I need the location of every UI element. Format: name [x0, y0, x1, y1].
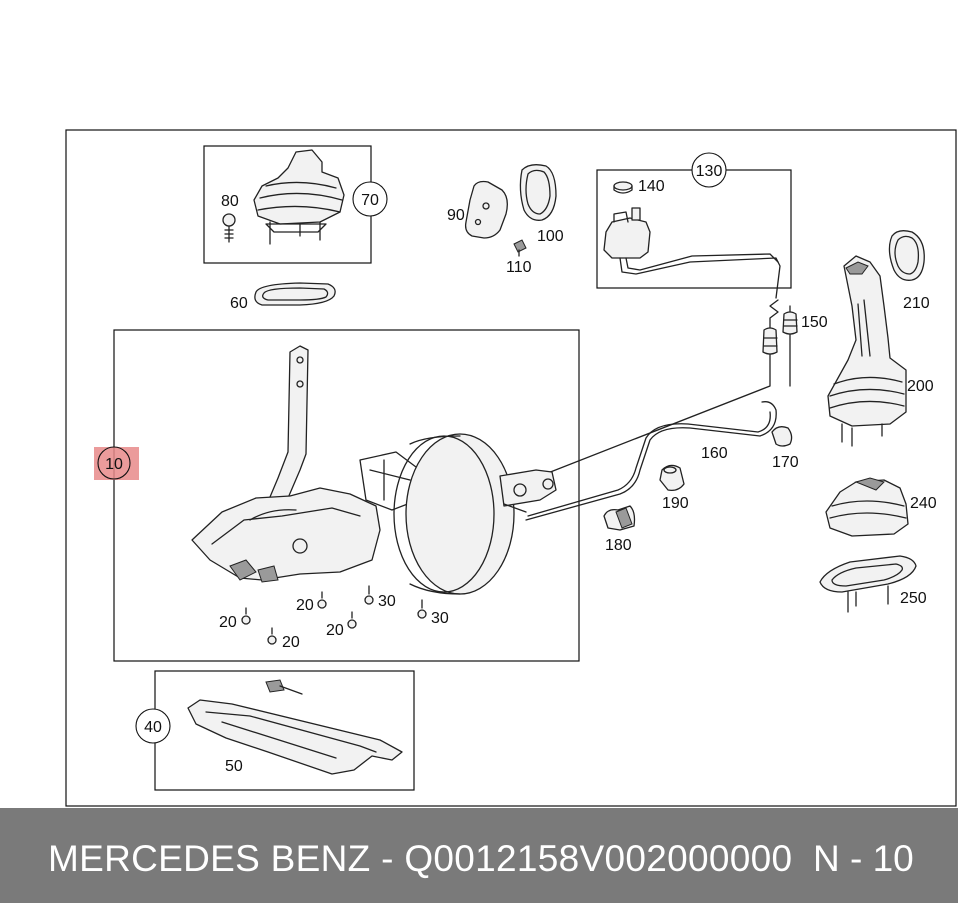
label-250: 250: [900, 590, 927, 607]
frame-part-250: [819, 555, 917, 613]
label-110: 110: [506, 259, 532, 276]
label-150: 150: [801, 314, 828, 331]
footer-title: MERCEDES BENZ - Q0012158V002000000: [48, 838, 793, 879]
clip-part-180: [603, 505, 636, 531]
cap-part-140: [613, 181, 633, 194]
ring-part-100: [519, 164, 557, 221]
boot-part-70: [253, 149, 345, 245]
screw-part-110: [513, 239, 527, 257]
label-140: 140: [638, 178, 665, 195]
label-20-c: 20: [296, 597, 314, 614]
diagram-frame: [65, 129, 957, 807]
hydraulic-line: [529, 299, 779, 481]
line-part-160: [525, 401, 777, 521]
label-210: 210: [903, 295, 930, 312]
shift-boot-part-200: [827, 255, 907, 447]
label-60: 60: [230, 295, 248, 312]
grommet-part-150: [762, 311, 798, 355]
brake-booster-assembly: [191, 345, 557, 595]
callout-130: 130: [696, 163, 723, 180]
seal-part-60: [254, 282, 336, 306]
reservoir-part-130: [603, 207, 781, 299]
callout-70: 70: [361, 192, 379, 209]
label-30-a: 30: [378, 593, 396, 610]
label-240: 240: [910, 495, 937, 512]
screw-part-80: [222, 213, 236, 243]
boot-part-240: [825, 477, 909, 537]
label-20-b: 20: [282, 634, 300, 651]
label-80: 80: [221, 193, 239, 210]
bolt-part-30: [364, 585, 427, 619]
label-90: 90: [447, 207, 465, 224]
tray-part-50: [187, 679, 403, 775]
label-30-b: 30: [431, 610, 449, 627]
label-190: 190: [662, 495, 689, 512]
label-50: 50: [225, 758, 243, 775]
label-20-a: 20: [219, 614, 237, 631]
footer-page-code: N - 10: [813, 838, 914, 879]
bracket-part-90: [464, 180, 508, 239]
inset-box-10: [113, 329, 580, 662]
grommet-part-190: [659, 464, 685, 492]
label-200: 200: [907, 378, 934, 395]
clip-part-170: [771, 426, 793, 447]
bolt-part-20: [241, 591, 357, 645]
label-170: 170: [772, 454, 799, 471]
footer-bar: [0, 808, 958, 903]
label-100: 100: [537, 228, 564, 245]
label-180: 180: [605, 537, 632, 554]
parts-diagram: 10 70 130 40 80 60 90 100 110 140 150 16…: [65, 129, 957, 807]
ring-part-210: [888, 230, 925, 281]
callout-10: 10: [105, 456, 123, 473]
label-20-d: 20: [326, 622, 344, 639]
callout-40: 40: [144, 719, 162, 736]
label-160: 160: [701, 445, 728, 462]
